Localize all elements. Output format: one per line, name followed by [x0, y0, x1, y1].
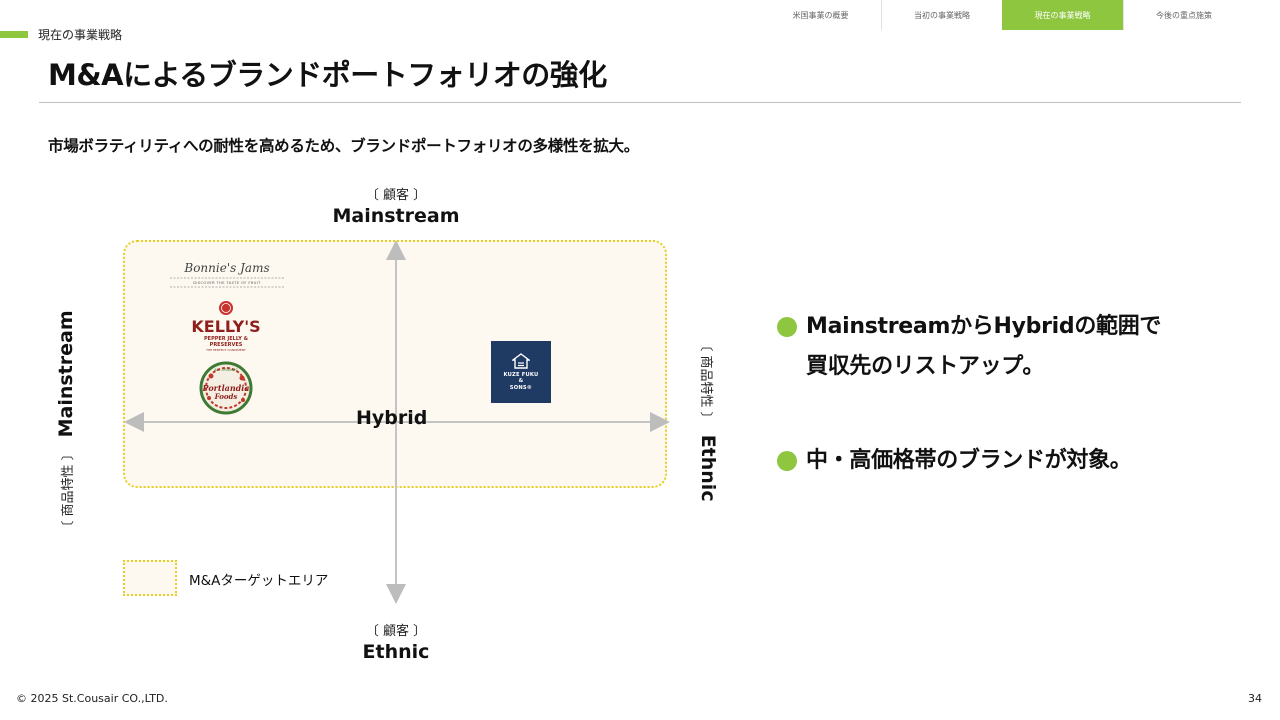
portlandia-foods-logo: ALL ORGANIC Portlandia Foods: [199, 361, 253, 415]
axis-right-label: 〔 商品特性 〕 Ethnic: [697, 338, 719, 501]
axis-bottom-kind: 〔 顧客 〕: [365, 624, 427, 639]
kuze-logo-line1: KUZE FUKU: [503, 371, 539, 378]
axis-left-label: 〔 商品特性 〕 Mainstream: [55, 310, 77, 533]
page-subtitle: 市場ボラティリティへの耐性を高めるため、ブランドポートフォリオの多様性を拡大。: [48, 137, 639, 155]
kellys-logo-line3: THE PERFECT CONDIMENT: [205, 348, 246, 352]
bonnies-jams-logo: Bonnie's Jams DISCOVER THE TASTE OF FRUI…: [170, 261, 284, 288]
axis-top-value: Mainstream: [332, 205, 460, 227]
axis-bottom-label: 〔 顧客 〕 Ethnic: [296, 620, 496, 663]
bullet-2-line1: 中・高価格帯のブランドが対象。: [806, 448, 1132, 473]
tab-current-strategy[interactable]: 現在の事業戦略: [1002, 0, 1123, 30]
page-number: 34: [1248, 692, 1262, 705]
tab-initial-strategy[interactable]: 当初の事業戦略: [881, 0, 1002, 30]
axis-bottom-value: Ethnic: [362, 641, 430, 663]
portlandia-logo-name2: Foods: [214, 392, 238, 401]
bullet-dot-2: [777, 451, 797, 471]
bonnies-logo-tagline: DISCOVER THE TASTE OF FRUIT: [193, 281, 261, 285]
tab-us-business-overview[interactable]: 米国事業の概要: [792, 10, 849, 20]
copyright-footer: © 2025 St.Cousair CO.,LTD.: [16, 692, 168, 705]
bonnies-logo-name: Bonnie's Jams: [183, 261, 269, 275]
bullet-1-line2: 買収先のリストアップ。: [806, 354, 1045, 379]
axis-left-value: Mainstream: [55, 310, 77, 438]
bullet-1: MainstreamからHybridの範囲で 買収先のリストアップ。: [806, 307, 1161, 387]
bullet-dot-1: [777, 317, 797, 337]
kuze-logo-line3: SONS®: [509, 384, 533, 391]
kuze-fuku-sons-logo: KUZE FUKU & SONS®: [491, 341, 551, 403]
kellys-logo-name: KELLY'S: [191, 317, 260, 336]
axis-left-kind: 〔 商品特性 〕: [60, 447, 76, 534]
section-label: 現在の事業戦略: [38, 28, 123, 42]
title-divider: [39, 102, 1241, 103]
kellys-logo: KELLY'S PEPPER JELLY & PRESERVES THE PER…: [191, 301, 261, 352]
kellys-logo-line1: PEPPER JELLY &: [204, 336, 249, 342]
kuze-logo-line2: &: [518, 378, 524, 385]
axis-top-label: 〔 顧客 〕 Mainstream: [296, 184, 496, 227]
axis-right-value: Ethnic: [697, 434, 719, 502]
kuze-house-icon: [512, 352, 530, 369]
top-nav: 米国事業の概要 当初の事業戦略 現在の事業戦略 今後の重点施策: [760, 0, 1244, 30]
portlandia-logo-top: ALL ORGANIC: [214, 368, 238, 372]
kellys-logo-line2: PRESERVES: [210, 342, 243, 348]
bullet-1-line1: MainstreamからHybridの範囲で: [806, 314, 1162, 339]
bullet-2: 中・高価格帯のブランドが対象。: [806, 441, 1132, 481]
legend-label: M&Aターゲットエリア: [189, 573, 329, 589]
axis-right-kind: 〔 商品特性 〕: [698, 338, 714, 425]
tab-future-priorities[interactable]: 今後の重点施策: [1123, 0, 1244, 30]
axis-top-kind: 〔 顧客 〕: [365, 188, 427, 203]
section-accent-bar: [0, 31, 28, 38]
axis-center-label: Hybrid: [356, 407, 428, 429]
legend-swatch: [123, 560, 177, 596]
portlandia-logo-name1: Portlandia: [202, 383, 250, 393]
page-title: M&Aによるブランドポートフォリオの強化: [48, 58, 607, 92]
